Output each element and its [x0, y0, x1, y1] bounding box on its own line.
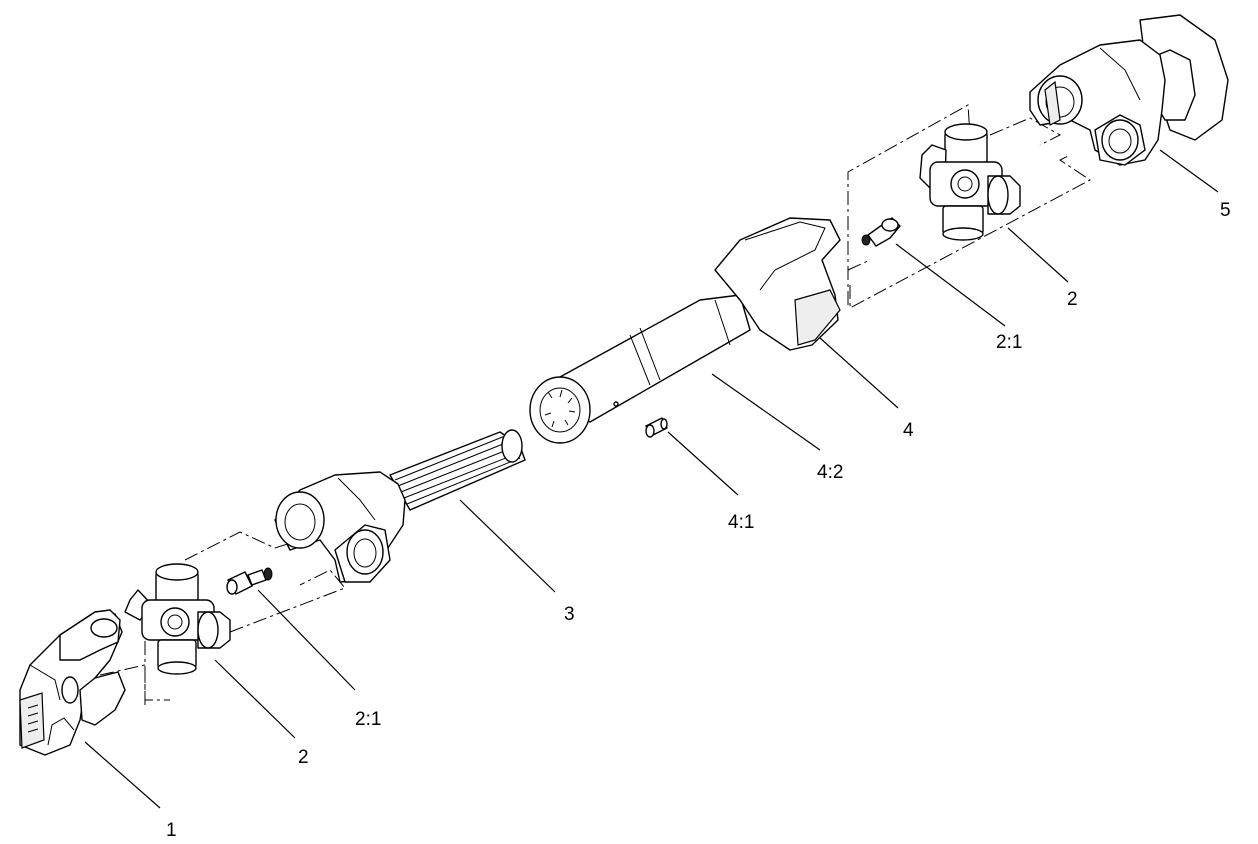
callout-2-left: 2: [298, 747, 309, 768]
callout-5: 5: [1220, 200, 1231, 221]
callout-2-1-left: 2:1: [355, 709, 381, 730]
part-2-1-grease-nipple-left: [226, 567, 273, 595]
callout-1: 1: [166, 820, 177, 841]
callout-4-2: 4:2: [817, 462, 843, 483]
part-3-inner-yoke-shaft: [274, 429, 526, 583]
part-4-outer-yoke-tube: [529, 217, 841, 444]
part-2-cross-bearing-left: [124, 563, 231, 675]
part-4-1-grease-nipple: [645, 417, 668, 438]
callout-2-1-right: 2:1: [996, 332, 1022, 353]
callout-labels: 1 2 2:1 3 4:1 4:2 4 2:1 2 5: [166, 200, 1231, 841]
callout-3: 3: [564, 604, 575, 625]
part-1-tractor-yoke: [19, 609, 126, 756]
callout-2-right: 2: [1067, 289, 1078, 310]
callout-4: 4: [903, 420, 914, 441]
part-5-implement-yoke: [1029, 14, 1229, 166]
callout-4-1: 4:1: [728, 512, 754, 533]
part-2-1-grease-nipple-right: [861, 217, 901, 247]
assembly-lines: [99, 104, 1091, 705]
leader-lines: [84, 149, 1219, 809]
part-2-cross-bearing-right: [919, 123, 1021, 241]
